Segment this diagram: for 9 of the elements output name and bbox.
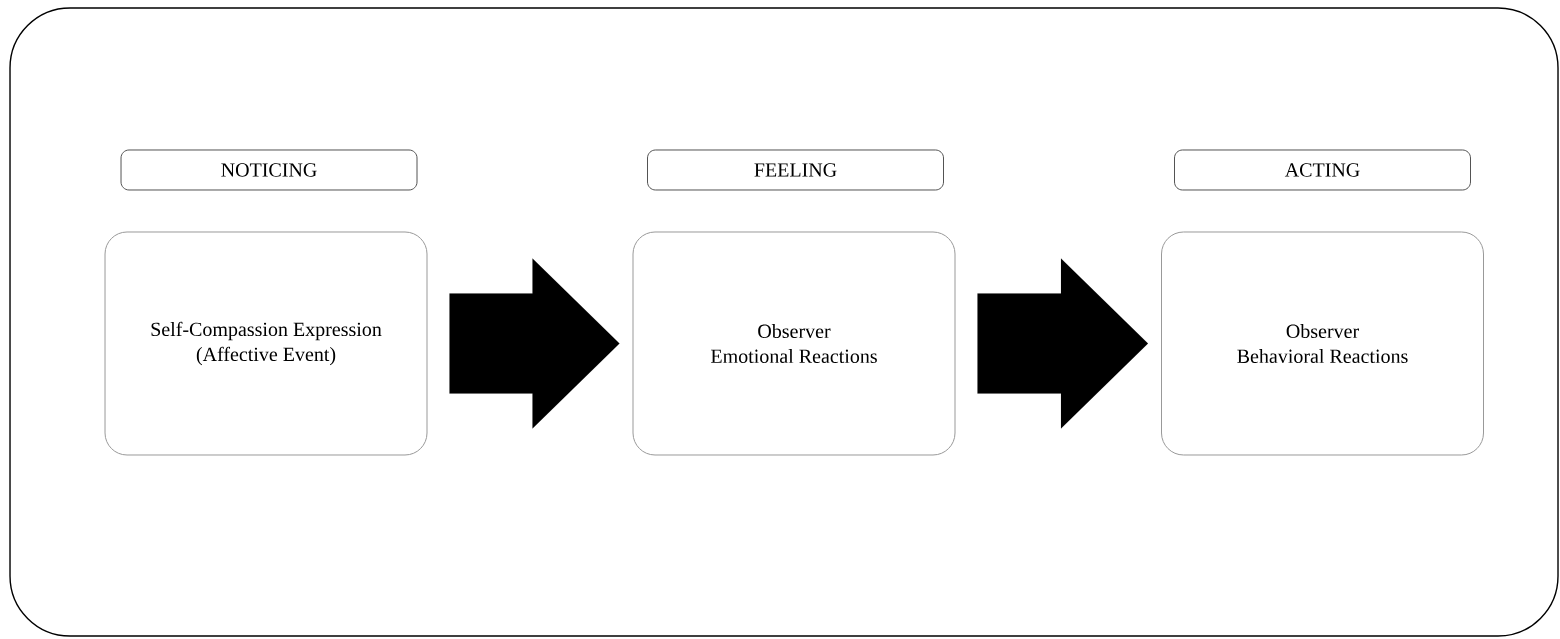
frame-box xyxy=(9,7,1559,637)
process-box: Self-Compassion Expression (Affective Event) xyxy=(104,231,428,456)
process-box: Observer Emotional Reactions xyxy=(632,231,956,456)
block-arrow xyxy=(449,258,620,429)
stage-label-box: NOTICING xyxy=(120,149,418,191)
block-arrow xyxy=(977,258,1149,429)
stage-label-box: FEELING xyxy=(647,149,944,191)
process-box: Observer Behavioral Reactions xyxy=(1161,231,1484,456)
stage-label-box: ACTING xyxy=(1174,149,1471,191)
